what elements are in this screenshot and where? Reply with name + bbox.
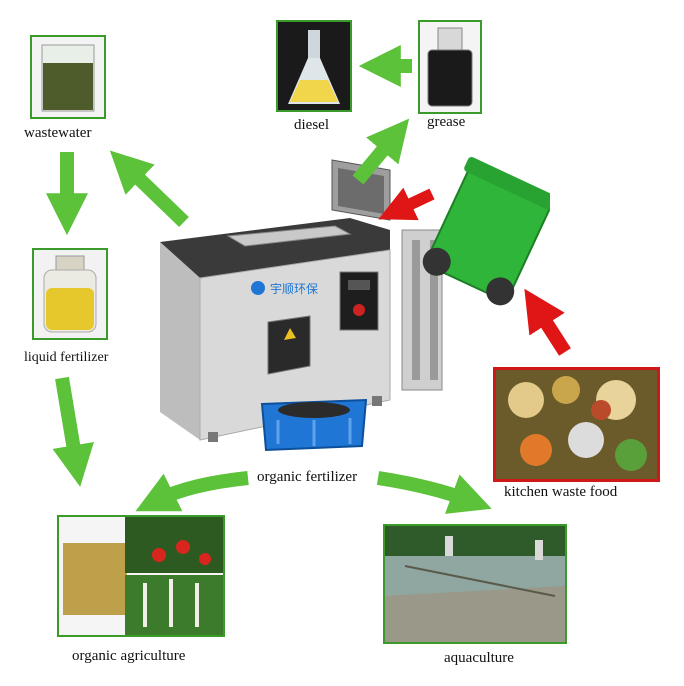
- food-waste-machine: 宇顺环保: [160, 157, 550, 442]
- diesel-photo: [276, 20, 352, 112]
- wastewater-photo: [30, 35, 106, 119]
- aquaculture-label: aquaculture: [444, 650, 514, 666]
- arrow-fertilizer-to-aquaculture: [376, 471, 492, 514]
- fertilizer-tray: [260, 398, 368, 452]
- organic-agriculture-photo: [57, 515, 225, 637]
- arrow-liquid-fertilizer-to-agriculture: [52, 376, 94, 487]
- grease-label: grease: [427, 114, 466, 130]
- wastewater-label: wastewater: [24, 125, 92, 141]
- kitchen-waste-food-label: kitchen waste food: [504, 484, 618, 500]
- liquid-fertilizer-label: liquid fertilizer: [24, 350, 109, 365]
- liquid-fertilizer-photo: [32, 248, 108, 340]
- grease-photo: [418, 20, 482, 114]
- organic-fertilizer-label: organic fertilizer: [257, 469, 358, 485]
- kitchen-waste-photo: [493, 367, 660, 482]
- organic-agriculture-label: organic agriculture: [72, 648, 186, 664]
- aquaculture-photo: [383, 524, 567, 644]
- diesel-label: diesel: [294, 117, 329, 133]
- machine-logo: 宇顺环保: [270, 282, 318, 296]
- arrow-fertilizer-to-agriculture: [135, 471, 249, 512]
